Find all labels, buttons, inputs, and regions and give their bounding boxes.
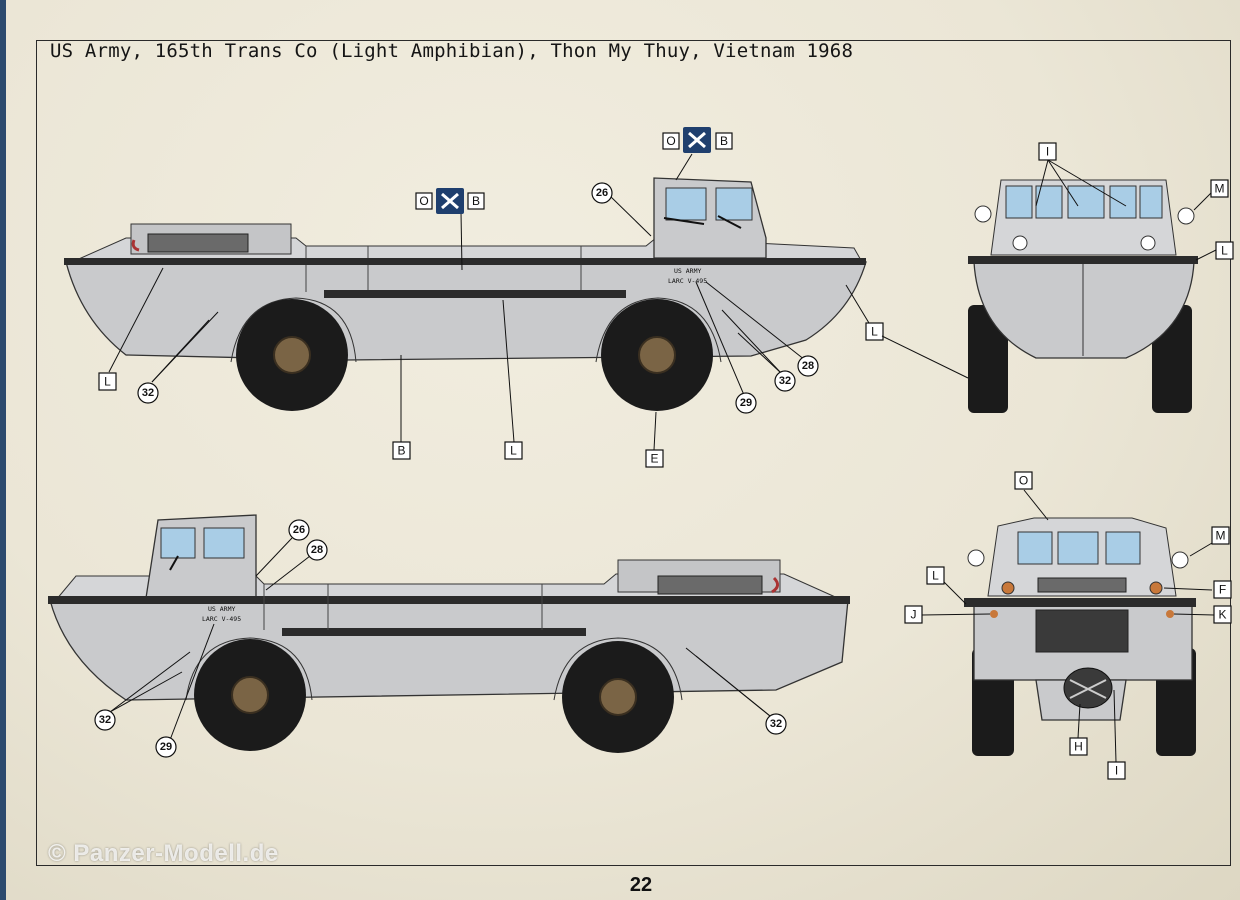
svg-text:B: B <box>720 134 728 148</box>
svg-text:K: K <box>1218 608 1226 622</box>
hull-stencil-army: US ARMY <box>208 605 235 613</box>
page-frame <box>36 40 1231 866</box>
callout-M: M <box>1210 179 1229 198</box>
hull-stencil-number: LARC V-495 <box>668 277 707 285</box>
callout-26: 26 <box>288 519 310 541</box>
svg-text:I: I <box>1115 764 1118 778</box>
hull-stencil-army: US ARMY <box>674 267 701 275</box>
callout-O: O <box>1014 471 1033 490</box>
front-view: I M L <box>881 142 1234 413</box>
callout-L: L <box>504 441 523 460</box>
svg-text:29: 29 <box>740 397 752 409</box>
svg-text:H: H <box>1074 740 1083 754</box>
svg-text:32: 32 <box>779 375 791 387</box>
callout-32: 32 <box>94 709 116 731</box>
svg-text:L: L <box>871 325 878 339</box>
page-number: 22 <box>629 874 653 896</box>
side-view-left: US ARMY LARC V-495 26 <box>64 127 884 468</box>
svg-text:L: L <box>104 375 111 389</box>
callout-L: L <box>1215 241 1234 260</box>
paint-ref-cab: O B <box>662 127 733 153</box>
svg-text:28: 28 <box>311 544 323 556</box>
callout-L: L <box>98 372 117 391</box>
callout-I: I <box>1038 142 1057 161</box>
svg-text:M: M <box>1216 529 1226 543</box>
callout-B: B <box>392 441 411 460</box>
callout-29: 29 <box>735 392 757 414</box>
svg-text:26: 26 <box>293 524 305 536</box>
svg-text:O: O <box>1019 474 1028 488</box>
svg-text:26: 26 <box>596 187 608 199</box>
callout-F: F <box>1213 580 1232 599</box>
callout-28: 28 <box>306 539 328 561</box>
callout-M: M <box>1211 526 1230 545</box>
rub-strake <box>64 258 866 265</box>
svg-text:B: B <box>472 194 480 208</box>
svg-text:L: L <box>1221 244 1228 258</box>
callout-29: 29 <box>155 736 177 758</box>
svg-text:28: 28 <box>802 360 814 372</box>
callout-28: 28 <box>797 355 819 377</box>
vehicle-diagram: US ARMY LARC V-495 26 <box>48 127 1234 780</box>
page-title: US Army, 165th Trans Co (Light Amphibian… <box>50 40 854 62</box>
svg-text:O: O <box>419 194 428 208</box>
svg-text:32: 32 <box>99 714 111 726</box>
svg-text:F: F <box>1219 583 1226 597</box>
hull-stencil-number: LARC V-495 <box>202 615 241 623</box>
callout-32: 32 <box>765 713 787 735</box>
callout-32: 32 <box>774 370 796 392</box>
svg-text:32: 32 <box>770 718 782 730</box>
paint-ref-hull: O B <box>415 188 485 214</box>
callout-L: L <box>865 322 884 341</box>
svg-text:J: J <box>911 608 917 622</box>
svg-text:L: L <box>510 444 517 458</box>
callout-E: E <box>645 449 664 468</box>
callout-H: H <box>1069 737 1088 756</box>
callout-26: 26 <box>591 182 613 204</box>
svg-text:L: L <box>932 569 939 583</box>
svg-text:29: 29 <box>160 741 172 753</box>
callout-K: K <box>1213 605 1232 624</box>
callout-L: L <box>926 566 945 585</box>
hull-right <box>49 599 849 701</box>
rear-view: O M L F J K H I <box>904 471 1232 780</box>
svg-text:I: I <box>1046 145 1049 159</box>
watermark: © Panzer-Modell.de <box>48 840 279 867</box>
callout-32: 32 <box>137 382 159 404</box>
svg-text:E: E <box>650 452 658 466</box>
callout-J: J <box>904 605 923 624</box>
svg-text:32: 32 <box>142 387 154 399</box>
svg-text:B: B <box>397 444 405 458</box>
side-view-right: US ARMY LARC V-495 26 28 32 29 32 <box>48 514 850 758</box>
callout-I: I <box>1107 761 1126 780</box>
svg-text:O: O <box>666 134 675 148</box>
svg-text:M: M <box>1215 182 1225 196</box>
